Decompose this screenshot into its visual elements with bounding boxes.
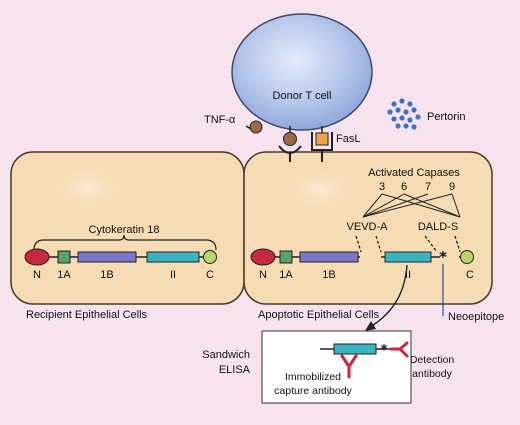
caspase-lines bbox=[362, 193, 461, 218]
elisa-fragment-ii bbox=[333, 343, 377, 355]
apoptotic-cell-label: Apoptotic Epithelial Cells bbox=[258, 309, 380, 321]
tnf-label: TNF-α bbox=[204, 114, 236, 126]
elisa-arrowhead bbox=[365, 321, 376, 331]
apoptotic-domain-1b bbox=[299, 251, 359, 263]
apoptotic-label-c: C bbox=[466, 269, 474, 281]
cleavage-dashes bbox=[355, 235, 461, 253]
neoepitope-star: * bbox=[439, 248, 447, 266]
tcell-label: Donor T cell bbox=[273, 90, 332, 102]
apoptotic-label-1b: 1B bbox=[322, 269, 335, 281]
recipient-nucleus bbox=[44, 159, 132, 215]
cleavage-site-left: VEVD-A bbox=[347, 221, 389, 233]
apoptotic-nucleus bbox=[278, 164, 362, 216]
recipient-domain-c bbox=[203, 250, 217, 264]
detection-label-line2: antibody bbox=[412, 368, 452, 380]
recipient-cell-label: Recipient Epithelial Cells bbox=[26, 309, 148, 321]
detection-antibody bbox=[389, 341, 409, 358]
capture-label-line2: capture antibody bbox=[274, 385, 352, 397]
fasl-box bbox=[315, 132, 329, 146]
recipient-label-ii: II bbox=[170, 269, 176, 281]
apoptotic-label-n: N bbox=[259, 269, 267, 281]
elisa-label-line1: Sandwich bbox=[202, 349, 250, 361]
apoptotic-domain-ii bbox=[384, 251, 432, 263]
tcell-body bbox=[231, 13, 373, 131]
apoptotic-domain-n bbox=[250, 248, 276, 266]
caspase-7: 7 bbox=[425, 181, 431, 193]
recipient-domain-n bbox=[24, 248, 50, 266]
neoepitope-label: Neoepitope bbox=[448, 311, 504, 323]
detection-label-line1: Detection bbox=[410, 354, 455, 366]
recipient-domain-ii bbox=[146, 251, 200, 263]
recipient-label-1b: 1B bbox=[100, 269, 113, 281]
fasl-label: FasL bbox=[336, 133, 360, 145]
pertorin-label: Pertorin bbox=[427, 111, 466, 123]
recipient-label-c: C bbox=[206, 269, 214, 281]
caspase-9: 9 bbox=[449, 181, 455, 193]
apoptotic-domain-c bbox=[460, 250, 474, 264]
cytokeratin-brace bbox=[33, 234, 217, 251]
elisa-label-line2: ELISA bbox=[219, 364, 251, 376]
cleavage-site-right: DALD-S bbox=[418, 221, 458, 233]
recipient-label-n: N bbox=[33, 269, 41, 281]
elisa-star: * bbox=[381, 343, 388, 358]
tnf-ball bbox=[249, 120, 263, 134]
apoptotic-label-ii: II bbox=[405, 269, 411, 281]
caspase-3: 3 bbox=[379, 181, 385, 193]
caspases-title: Activated Capases bbox=[368, 167, 460, 179]
pertorin-dots bbox=[387, 98, 421, 130]
elisa-box bbox=[261, 330, 412, 404]
apoptotic-domain-1a bbox=[279, 250, 293, 264]
recipient-label-1a: 1A bbox=[57, 269, 71, 281]
receptor-ball bbox=[283, 132, 297, 146]
recipient-domain-1a bbox=[57, 250, 71, 264]
elisa-arrow bbox=[371, 264, 408, 327]
capture-label-line1: Immobilized bbox=[285, 371, 341, 383]
recipient-domain-1b bbox=[77, 251, 137, 263]
apoptotic-label-1a: 1A bbox=[279, 269, 293, 281]
caspase-6: 6 bbox=[401, 181, 407, 193]
capture-antibody bbox=[340, 354, 358, 379]
cytokeratin-label: Cytokeratin 18 bbox=[89, 224, 160, 236]
